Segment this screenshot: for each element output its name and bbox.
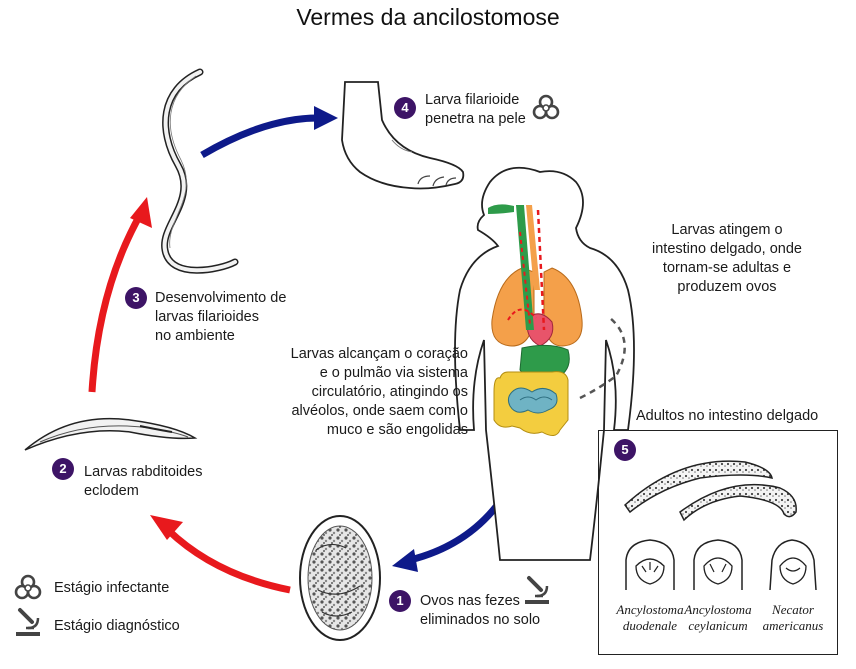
circulation-annotation-line-3: circulatório, atingindo os (311, 384, 468, 400)
stage-5-number: 5 (614, 439, 636, 461)
legend-infective-label: Estágio infectante (54, 580, 170, 596)
intestine-annotation-line-1: Larvas atingem o (671, 222, 783, 238)
microscope-icon (525, 576, 549, 604)
stage-1-label: Ovos nas fezes eliminados no solo (420, 592, 540, 630)
filariform-larva-illustration (161, 68, 239, 274)
stage-4-number: 4 (394, 97, 416, 119)
species-duodenale: Ancylostoma duodenale (605, 602, 695, 634)
buccal-capsule-americanus (769, 539, 817, 591)
intestine-annotation: Larvas atingem o intestino delgado, onde… (632, 221, 822, 297)
circulation-annotation-line-5: muco e são engolidas (326, 422, 468, 438)
circulation-annotation: Larvas alcançam o coração e o pulmão via… (268, 345, 468, 440)
species-ceylanicum: Ancylostoma ceylanicum (673, 602, 763, 634)
stage-3-number: 3 (125, 287, 147, 309)
buccal-capsule-duodenale (625, 539, 675, 590)
circulation-annotation-line-4: alvéolos, onde saem com o (291, 403, 468, 419)
rhabditiform-larva-illustration (24, 417, 198, 451)
stage-3-label-line-2: larvas filarioides (155, 309, 259, 325)
species-duodenale-genus: Ancylostoma (616, 602, 684, 617)
arrow-egg-to-rhabditiform (150, 515, 291, 594)
buccal-capsule-ceylanicum (693, 539, 743, 590)
stage-4-label-line-1: Larva filarioide (425, 92, 520, 108)
circulation-annotation-line-2: e o pulmão via sistema (319, 365, 468, 381)
legend-diagnostic-label: Estágio diagnóstico (54, 618, 180, 634)
stage-4-label-line-2: penetra na pele (425, 111, 526, 127)
foot-illustration (341, 81, 465, 190)
circulation-annotation-line-1: Larvas alcançam o coração (290, 346, 468, 362)
adult-worms-illustration (624, 460, 797, 522)
stage-2-label-line-1: Larvas rabditoides (84, 464, 203, 480)
adults-box (598, 430, 838, 655)
stage-2-label: Larvas rabditoides eclodem (84, 463, 203, 501)
adults-box-title: Adultos no intestino delgado (636, 408, 819, 424)
stage-2-label-line-2: eclodem (84, 483, 139, 499)
stage-3-label-line-3: no ambiente (155, 328, 235, 344)
species-americanus-genus: Necator (772, 602, 814, 617)
species-americanus: Necator americanus (748, 602, 838, 634)
stage-1-label-line-1: Ovos nas fezes (420, 593, 520, 609)
species-americanus-epithet: americanus (762, 618, 824, 633)
hookworm-egg-illustration (299, 515, 381, 641)
arrow-filariform-to-skin (200, 106, 338, 159)
stage-1-label-line-2: eliminados no solo (420, 612, 541, 628)
stage-3-label: Desenvolvimento de larvas filarioides no… (155, 289, 286, 346)
intestine-annotation-line-3: tornam-se adultas e (662, 260, 792, 276)
species-duodenale-epithet: duodenale (622, 618, 678, 633)
diagram-title: Vermes da ancilostomose (296, 4, 560, 30)
stage-3-label-line-1: Desenvolvimento de (155, 290, 287, 306)
stage-1-number: 1 (389, 590, 411, 612)
human-body-illustration (454, 166, 635, 561)
arrow-rhabditiform-to-filariform (88, 197, 152, 393)
biohazard-icon (532, 94, 560, 120)
intestine-leader-line (579, 317, 626, 400)
species-ceylanicum-epithet: ceylanicum (688, 618, 748, 633)
legend-microscope-icon (16, 608, 40, 636)
intestine-annotation-line-2: intestino delgado, onde (652, 241, 802, 257)
stage-2-number: 2 (52, 458, 74, 480)
stage-4-label: Larva filarioide penetra na pele (425, 91, 526, 129)
intestine-annotation-line-4: produzem ovos (677, 279, 777, 295)
species-ceylanicum-genus: Ancylostoma (684, 602, 752, 617)
legend-biohazard-icon (14, 574, 42, 600)
